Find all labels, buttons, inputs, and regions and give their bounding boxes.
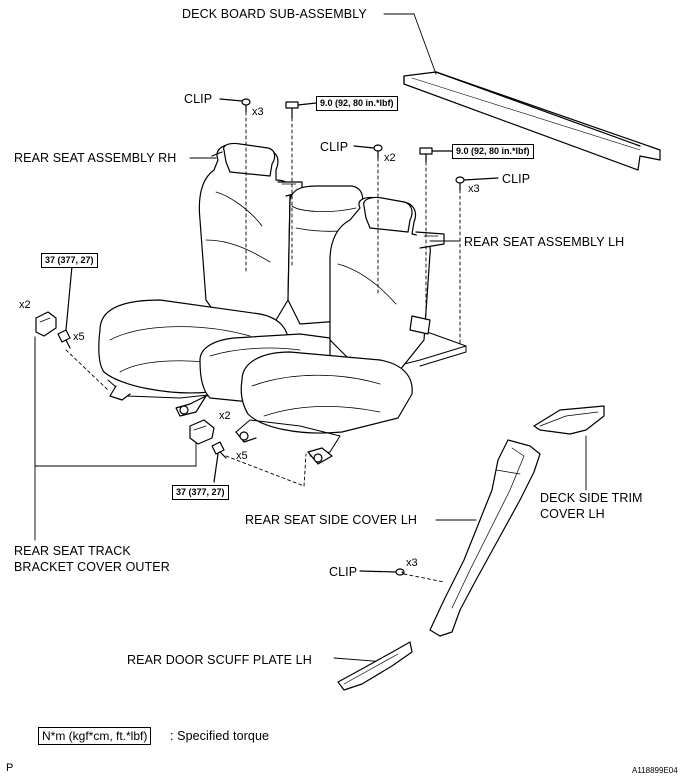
qty-x2-2: x2 <box>19 299 31 311</box>
legend-text: : Specified torque <box>170 729 270 743</box>
track-bracket-covers <box>35 311 215 445</box>
legend-torque-box: N*m (kgf*cm, ft.*lbf) <box>38 727 152 745</box>
dashed-lines <box>65 111 461 583</box>
qty-x2-1: x2 <box>384 152 396 164</box>
page-mark: P <box>6 762 14 774</box>
torque-box-2: 9.0 (92, 80 in.*lbf) <box>452 144 534 159</box>
rear-seat-lh-label: REAR SEAT ASSEMBLY LH <box>464 235 625 249</box>
qty-x3-1: x3 <box>252 106 264 118</box>
qty-x2-3: x2 <box>219 410 231 422</box>
deck-side-trim-drawing <box>533 405 605 435</box>
leader-lines <box>34 13 587 663</box>
track-bracket-label-1: REAR SEAT TRACK <box>14 544 131 558</box>
clip-label-2: CLIP <box>320 140 349 154</box>
deck-side-trim-label-2: COVER LH <box>540 507 605 521</box>
rear-seat-lh-drawing <box>235 196 445 465</box>
qty-x3-3: x3 <box>406 557 418 569</box>
clip-label-1: CLIP <box>184 92 213 106</box>
qty-x3-2: x3 <box>468 183 480 195</box>
deck-board-label: DECK BOARD SUB-ASSEMBLY <box>182 7 367 21</box>
track-bracket-label-2: BRACKET COVER OUTER <box>14 560 170 574</box>
torque-box-1: 9.0 (92, 80 in.*lbf) <box>316 96 398 111</box>
clip-label-3: CLIP <box>502 172 531 186</box>
rear-seat-rh-label: REAR SEAT ASSEMBLY RH <box>14 151 177 165</box>
figure-id: A118899E04 <box>632 766 678 775</box>
fasteners <box>57 98 499 576</box>
scuff-plate-label: REAR DOOR SCUFF PLATE LH <box>127 653 312 667</box>
deck-board-drawing <box>403 71 661 171</box>
torque-box-4: 37 (377, 27) <box>172 485 229 500</box>
rear-seat-side-cover-label: REAR SEAT SIDE COVER LH <box>245 513 418 527</box>
clip-label-4: CLIP <box>329 565 358 579</box>
rear-seat-side-cover-drawing <box>429 439 541 637</box>
deck-side-trim-label-1: DECK SIDE TRIM <box>540 491 643 505</box>
qty-x5-2: x5 <box>236 450 248 462</box>
qty-x5-1: x5 <box>73 331 85 343</box>
torque-box-3: 37 (377, 27) <box>41 253 98 268</box>
scuff-plate-drawing <box>337 641 413 691</box>
